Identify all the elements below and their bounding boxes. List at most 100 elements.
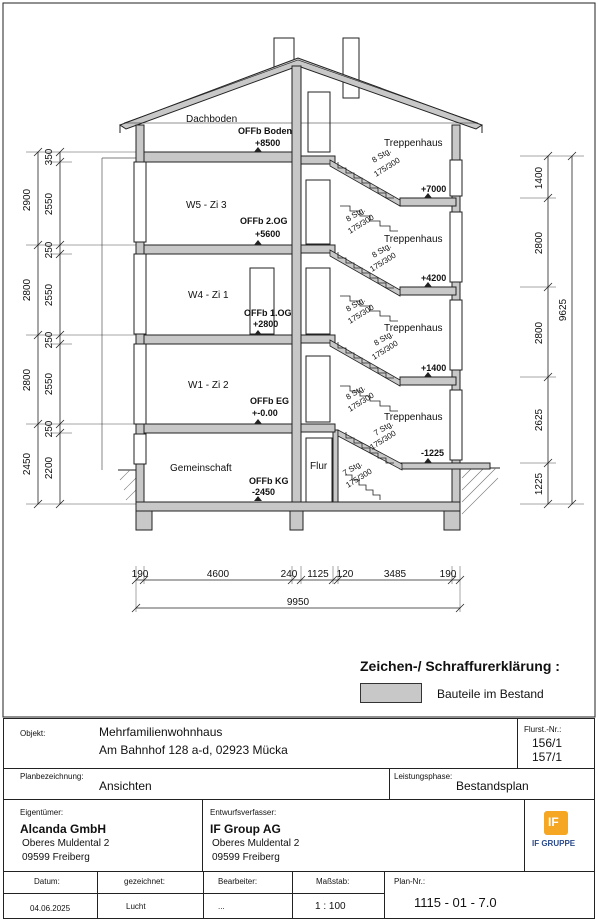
level-7000: +7000 <box>421 184 446 194</box>
offb-boden: OFFb Boden <box>238 126 292 136</box>
gezeichnet-value: Lucht <box>126 902 146 911</box>
room-dachboden: Dachboden <box>186 114 237 125</box>
gezeichnet-label: gezeichnet: <box>124 877 165 886</box>
datum-label: Datum: <box>34 877 60 886</box>
bottom-dimensions <box>131 566 465 613</box>
massstab-value: 1 : 100 <box>315 901 346 912</box>
room-gemeinschaft: Gemeinschaft <box>170 463 232 474</box>
sheet-border <box>2 2 596 718</box>
room-w5: W5 - Zi 3 <box>186 200 227 211</box>
dim-right-2625: 2625 <box>534 408 545 431</box>
right-windows <box>449 159 463 461</box>
doors <box>249 179 333 503</box>
flur-wall <box>332 429 339 503</box>
plan-value: Ansichten <box>99 779 152 793</box>
company-logo: IF <box>544 811 568 835</box>
dim-bottom-240: 240 <box>281 569 298 580</box>
room-flur: Flur <box>310 461 328 472</box>
objekt-line2: Am Bahnhof 128 a-d, 02923 Mücka <box>99 743 288 757</box>
legend-swatch <box>360 683 422 703</box>
phase-label: Leistungsphase: <box>394 772 453 781</box>
massstab-label: Maßstab: <box>316 877 350 886</box>
dim-left-2550c: 2550 <box>44 372 55 395</box>
room-treppenhaus-1: Treppenhaus <box>384 138 443 149</box>
plannr-label: Plan-Nr.: <box>394 877 426 886</box>
room-w1: W1 - Zi 2 <box>188 380 229 391</box>
left-dimensions <box>26 147 136 509</box>
level-1400: +1400 <box>421 363 446 373</box>
dim-left-2800b: 2800 <box>22 368 33 391</box>
offb-1og: OFFb 1.OG <box>244 308 292 318</box>
stairs <box>329 159 403 500</box>
dim-left-2800a: 2800 <box>22 278 33 301</box>
bearbeiter-value: ... <box>218 902 225 911</box>
dim-left-2200: 2200 <box>44 456 55 479</box>
level-2800: +2800 <box>253 319 278 329</box>
dim-right-9625: 9625 <box>558 298 569 321</box>
level-m1225: -1225 <box>421 448 444 458</box>
dim-left-250c: 250 <box>44 420 55 437</box>
inner-wall <box>291 65 302 531</box>
room-treppenhaus-2: Treppenhaus <box>384 234 443 245</box>
author-city: 09599 Freiberg <box>212 852 280 863</box>
bearbeiter-label: Bearbeiter: <box>218 877 258 886</box>
author-street: Oberes Muldental 2 <box>212 838 300 849</box>
legend-title: Zeichen-/ Schraffurerklärung : <box>360 658 560 674</box>
dim-bottom-190b: 190 <box>440 569 457 580</box>
dim-right-1400: 1400 <box>534 166 545 189</box>
dim-right-1225: 1225 <box>534 472 545 495</box>
author-label: Entwurfsverfasser: <box>210 808 277 817</box>
legend-swatch-label: Bauteile im Bestand <box>437 687 544 701</box>
dim-left-2550a: 2550 <box>44 192 55 215</box>
dim-bottom-120: 120 <box>337 569 354 580</box>
dim-right-2800b: 2800 <box>534 321 545 344</box>
level-4200: +4200 <box>421 273 446 283</box>
dim-left-350: 350 <box>44 148 55 165</box>
right-dimensions <box>520 151 584 509</box>
level-markers <box>254 147 432 501</box>
flurst-1: 156/1 <box>532 736 563 750</box>
objekt-line1: Mehrfamilienwohnhaus <box>99 725 223 739</box>
dim-bottom-4600: 4600 <box>207 569 230 580</box>
dim-bottom-3485: 3485 <box>384 569 407 580</box>
dim-left-2450: 2450 <box>22 452 33 475</box>
author-name: IF Group AG <box>210 822 281 836</box>
phase-value: Bestandsplan <box>456 779 529 793</box>
datum-value: 04.06.2025 <box>30 904 71 913</box>
offb-eg: OFFb EG <box>250 396 289 406</box>
room-treppenhaus-4: Treppenhaus <box>384 412 443 423</box>
level-8500: +8500 <box>255 138 280 148</box>
owner-name: Alcanda GmbH <box>20 822 107 836</box>
dim-left-2900: 2900 <box>22 188 33 211</box>
dim-left-250a: 250 <box>44 241 55 258</box>
section-drawing: Dachboden Treppenhaus Treppenhaus Treppe… <box>2 2 596 718</box>
dim-bottom-190a: 190 <box>132 569 149 580</box>
logo-letter: IF <box>548 815 559 829</box>
logo-text: IF GRUPPE <box>532 839 576 848</box>
dim-bottom-9950: 9950 <box>287 597 310 608</box>
owner-label: Eigentümer: <box>20 808 64 817</box>
owner-street: Oberes Muldental 2 <box>22 838 110 849</box>
plannr-value: 1115 - 01 - 7.0 <box>414 895 497 910</box>
flurst-label: Flurst.-Nr.: <box>524 725 562 734</box>
objekt-label: Objekt: <box>20 729 46 738</box>
room-treppenhaus-3: Treppenhaus <box>384 323 443 334</box>
level-kg: -2450 <box>252 487 275 497</box>
dim-right-2800a: 2800 <box>534 231 545 254</box>
attic-door <box>307 91 331 153</box>
flurst-2: 157/1 <box>532 750 563 764</box>
dim-bottom-1125: 1125 <box>307 569 329 580</box>
offb-kg: OFFb KG <box>249 476 289 486</box>
level-5600: +5600 <box>255 229 280 239</box>
title-block: Objekt: Mehrfamilienwohnhaus Am Bahnhof … <box>3 718 595 919</box>
room-w4: W4 - Zi 1 <box>188 290 229 301</box>
owner-city: 09599 Freiberg <box>22 852 90 863</box>
plan-label: Planbezeichnung: <box>20 772 84 781</box>
dim-left-2550b: 2550 <box>44 283 55 306</box>
dim-left-250b: 250 <box>44 331 55 348</box>
left-windows <box>133 161 147 465</box>
level-eg: +-0.00 <box>252 408 278 418</box>
floor-slabs <box>135 151 491 531</box>
offb-2og: OFFb 2.OG <box>240 216 288 226</box>
